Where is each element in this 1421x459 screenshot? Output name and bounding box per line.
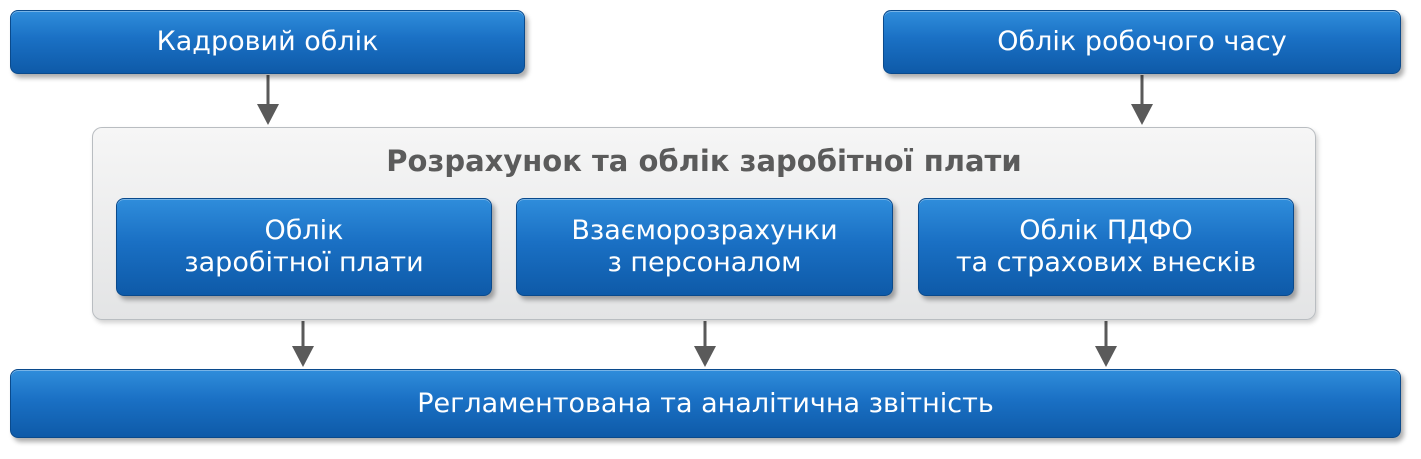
arrow-hr-to-panel xyxy=(257,75,279,125)
reports-box: Регламентована та аналітична звітність xyxy=(10,369,1401,438)
staff-settlements-label: Взаєморозрахунки з персоналом xyxy=(571,215,838,278)
arrow-time-to-panel xyxy=(1131,75,1153,125)
tax-contributions-label: Облік ПДФО та страхових внесків xyxy=(955,215,1257,278)
reports-label: Регламентована та аналітична звітність xyxy=(417,387,994,419)
payroll-accounting-box: Облік заробітної плати xyxy=(116,198,492,296)
hr-accounting-label: Кадровий облік xyxy=(156,26,379,57)
staff-settlements-box: Взаєморозрахунки з персоналом xyxy=(516,198,893,296)
payroll-accounting-label: Облік заробітної плати xyxy=(184,215,424,278)
work-time-accounting-box: Облік робочого часу xyxy=(883,10,1401,74)
work-time-accounting-label: Облік робочого часу xyxy=(997,26,1287,57)
hr-accounting-box: Кадровий облік xyxy=(10,10,525,74)
arrow-panel-to-reports-1 xyxy=(292,321,314,367)
payroll-panel-title: Розрахунок та облік заробітної плати xyxy=(386,144,1022,178)
arrow-panel-to-reports-3 xyxy=(1095,321,1117,367)
arrow-panel-to-reports-2 xyxy=(694,321,716,367)
tax-contributions-box: Облік ПДФО та страхових внесків xyxy=(918,198,1294,296)
